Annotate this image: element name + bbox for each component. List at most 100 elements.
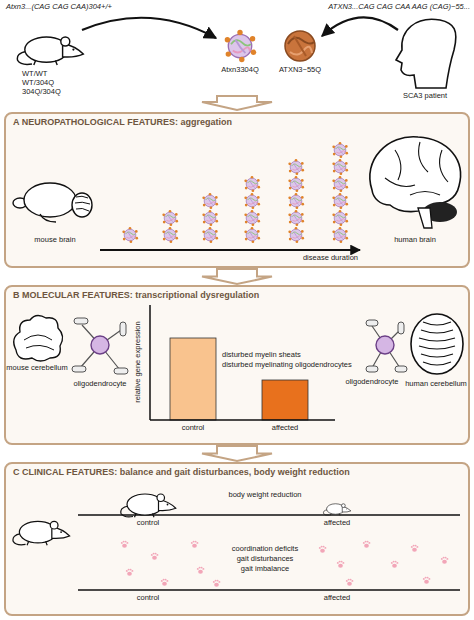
mouse-brain [72,193,92,217]
aggregate-stacks [332,176,348,192]
oligodendrocyte-cell [91,336,109,354]
text-label: affected [324,519,351,528]
mouse-cerebellum [24,335,54,350]
text-label: control [137,519,160,528]
aggregate-stacks [244,193,260,209]
aggregate-stacks [122,227,138,243]
human-head [396,19,456,88]
aggregate-stacks [288,176,304,192]
mouse-icon [13,521,70,545]
bar-chart [149,305,151,420]
human-cerebellum [411,314,463,374]
aggregate-stacks [202,193,218,209]
protein-atxn3-human [285,31,315,61]
text-label: body weight reduction [229,491,302,500]
mouse-affected [323,504,350,516]
paw-prints [411,545,419,552]
aggregate-stacks [288,193,304,209]
paw-prints [423,577,431,584]
bar-affected [262,380,308,420]
text-label: SCA3 patient [403,92,447,101]
aggregate-stacks [332,142,348,158]
paw-prints [121,541,449,587]
text-label: gait imbalance [241,565,289,574]
oligodendrocyte-cell [395,366,407,372]
block-arrow [202,269,272,284]
aggregate-stacks [122,142,348,243]
panel-heading: A NEUROPATHOLOGICAL FEATURES: aggregatio… [6,114,468,131]
mouse-control [121,494,176,517]
block-arrow [202,446,272,461]
text-label: WT/WT [22,70,47,79]
oligodendrocyte-cell [376,336,394,354]
protein-atxn3-human [288,38,314,44]
text-label: oligodendrocyte [74,380,127,389]
paw-prints [151,553,159,560]
panel-ground [5,113,469,267]
aggregate-stacks [332,210,348,226]
paw-prints [126,569,134,576]
text-label: mouse cerebellum [6,364,67,373]
text-label: human brain [394,236,436,245]
oligodendrocyte-cell [372,326,402,368]
mouse-control [121,494,176,517]
text-label: mouse brain [34,236,75,245]
oligodendrocyte-cell [366,320,378,326]
panel-ground [5,113,469,615]
human-cerebellum [419,338,455,341]
human-cerebellum [419,346,455,349]
human-head [396,19,456,88]
mouse-brain [40,214,56,222]
text-label: oligodendrocyte [346,378,399,387]
human-cerebellum [423,322,451,325]
text-label: affected [272,424,299,433]
mouse-icon [17,37,83,65]
oligodendrocyte-cell [80,325,124,370]
mouse-affected [323,504,350,516]
bar-control [170,338,216,420]
text-label: coordination deficits [232,545,298,554]
text-label: control [137,594,160,603]
mouse-icon [17,37,83,65]
aggregate-stacks [162,210,178,226]
mouse-brain [75,196,90,211]
human-brain [370,137,461,212]
text-label: affected [324,594,351,603]
mouse-cerebellum [14,315,63,361]
text-label: gait disturbances [237,555,294,564]
paw-prints [319,546,327,553]
text-label: control [182,424,205,433]
aggregate-stacks [332,193,348,209]
aggregate-stacks [288,227,304,243]
aggregate-stacks [244,176,260,192]
text-label: ATXN3~55Q [279,66,321,75]
protein-atxn3-mouse [225,30,257,62]
paw-prints [346,579,354,586]
text-label: Atxn3...(CAG CAG CAA)304+/+ [6,3,112,12]
feature-panel: A NEUROPATHOLOGICAL FEATURES: aggregatio… [4,112,470,268]
paw-prints [197,567,205,574]
text-label: disturbed myelinating oligodendrocytes [222,361,352,370]
paw-prints [441,557,449,564]
protein-atxn3-human [285,31,315,61]
feature-panel: C CLINICAL FEATURES: balance and gait di… [4,462,470,616]
curved-arrow [322,17,398,36]
oligodendrocyte-cell [366,320,407,372]
text-label: WT/304Q [22,79,54,88]
panel-heading: C CLINICAL FEATURES: balance and gait di… [6,464,468,481]
aggregate-stacks [202,227,218,243]
aggregate-stacks [288,159,304,175]
text-label: human cerebellum [405,380,467,389]
text-label: Atxn3304Q [221,66,259,75]
paw-prints [121,541,129,548]
mouse-brain [13,183,92,222]
paw-prints [337,561,345,568]
aggregate-stacks [244,227,260,243]
paw-prints [363,541,371,548]
panel-ground [5,463,469,615]
panel-ground [5,286,469,444]
bar-chart [150,419,335,421]
oligodendrocyte-cell [114,368,128,374]
human-brain [370,137,461,228]
